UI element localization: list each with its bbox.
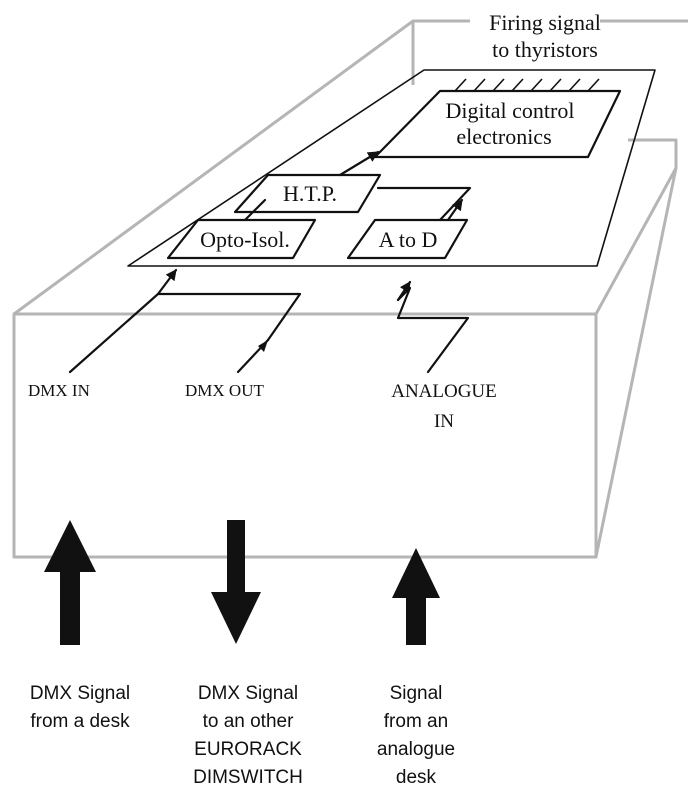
svg-text:from a desk: from a desk bbox=[30, 711, 130, 732]
dimmer-enclosure bbox=[12, 19, 688, 559]
htp-block: H.T.P. bbox=[233, 173, 382, 214]
caption-dmx-to-eurorack: DMX Signal to an other EURORACK DIMSWITC… bbox=[193, 683, 303, 788]
opto-isolator-block: Opto-Isol. bbox=[166, 218, 317, 260]
firing-signal-line-2: to thyristors bbox=[492, 37, 598, 62]
analogue-in-wire bbox=[396, 286, 470, 374]
analogue-in-label-2: IN bbox=[434, 411, 454, 432]
svg-text:DMX Signal: DMX Signal bbox=[198, 683, 298, 704]
enclosure-right-rear-edge bbox=[594, 167, 678, 558]
a-to-d-label: A to D bbox=[379, 227, 438, 252]
svg-text:Signal: Signal bbox=[390, 683, 443, 704]
digital-control-label-2: electronics bbox=[456, 124, 551, 149]
enclosure-front-face bbox=[12, 312, 598, 559]
analogue-up-arrow bbox=[392, 548, 440, 645]
firing-signal-line-1: Firing signal bbox=[489, 10, 601, 35]
digital-control-block: Digital control electronics bbox=[373, 89, 622, 159]
enclosure-top-right-edge bbox=[594, 138, 678, 315]
opto-to-htp-wire bbox=[243, 198, 267, 222]
opto-isolator-label: Opto-Isol. bbox=[200, 227, 290, 252]
enclosure-top-face bbox=[13, 19, 470, 316]
analogue-in-label-1: ANALOGUE bbox=[391, 381, 497, 402]
thyristor-output-pins bbox=[454, 78, 600, 92]
dmx-in-wire bbox=[68, 268, 178, 374]
circuit-board bbox=[127, 69, 656, 267]
dmx-out-arrowhead bbox=[258, 340, 268, 352]
caption-analogue-desk: Signal from an analogue desk bbox=[377, 683, 455, 788]
svg-text:desk: desk bbox=[396, 767, 437, 788]
htp-label: H.T.P. bbox=[283, 181, 337, 206]
digital-control-label-1: Digital control bbox=[446, 98, 575, 123]
atod-to-htp-wire bbox=[376, 186, 472, 222]
firing-signal-label: Firing signal to thyristors bbox=[489, 10, 601, 62]
svg-text:EURORACK: EURORACK bbox=[194, 739, 302, 760]
dmx-out-label: DMX OUT bbox=[185, 381, 264, 400]
dmx-in-label: DMX IN bbox=[28, 381, 90, 400]
caption-dmx-from-desk: DMX Signal from a desk bbox=[30, 683, 130, 732]
svg-text:to an other: to an other bbox=[203, 711, 295, 732]
htp-to-control-wire bbox=[338, 150, 380, 177]
svg-text:DIMSWITCH: DIMSWITCH bbox=[193, 767, 303, 788]
dmx-bus-wire bbox=[156, 292, 302, 342]
atod-up-arrow bbox=[446, 198, 464, 222]
a-to-d-block: A to D bbox=[346, 218, 469, 260]
dmx-out-down-arrow bbox=[211, 520, 261, 644]
svg-text:DMX Signal: DMX Signal bbox=[30, 683, 130, 704]
signal-paths bbox=[68, 150, 472, 374]
svg-text:from an: from an bbox=[384, 711, 448, 732]
analogue-to-atod-wire bbox=[396, 280, 412, 302]
dmx-in-up-arrow bbox=[44, 520, 96, 645]
svg-text:analogue: analogue bbox=[377, 739, 455, 760]
